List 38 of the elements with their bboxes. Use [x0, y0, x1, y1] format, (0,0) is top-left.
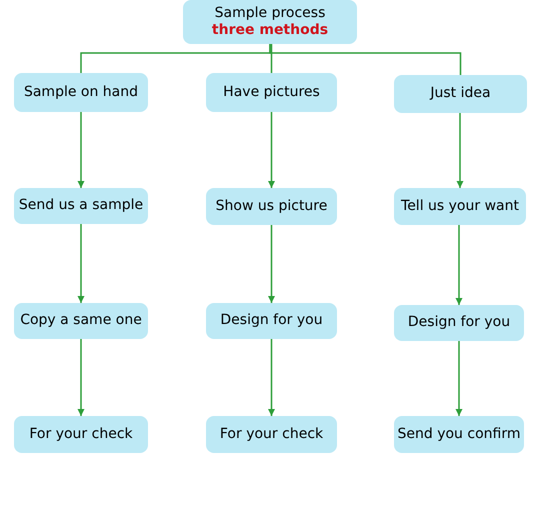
box-label: Show us picture — [216, 198, 328, 216]
process-box — [14, 73, 148, 112]
process-box — [394, 188, 526, 225]
box-label: Sample on hand — [24, 84, 138, 102]
process-box — [394, 416, 524, 453]
process-box — [394, 75, 527, 113]
connector-line — [270, 44, 272, 73]
box-label: For your check — [29, 426, 133, 444]
box-label: Sample process — [214, 4, 326, 22]
arrow — [78, 224, 84, 303]
box-label: Design for you — [408, 314, 510, 332]
box-label: Design for you — [220, 312, 323, 330]
arrow — [268, 112, 275, 188]
process-box — [206, 303, 337, 339]
arrow — [78, 339, 84, 416]
process-box — [183, 0, 357, 44]
process-box — [14, 188, 148, 224]
box-subtitle: three methods — [212, 22, 328, 40]
box-label: Copy a same one — [20, 312, 142, 330]
box-label: Just idea — [430, 85, 491, 103]
process-box — [206, 416, 337, 453]
process-box — [14, 303, 148, 339]
process-box — [206, 73, 337, 112]
box-label: Have pictures — [223, 84, 320, 102]
box-label: Send you confirm — [398, 426, 520, 444]
box-label: Tell us your want — [401, 198, 519, 216]
process-box — [206, 188, 337, 225]
process-box — [394, 305, 524, 341]
process-box — [14, 416, 148, 453]
arrow — [456, 341, 462, 416]
arrow — [456, 113, 464, 188]
arrow — [78, 112, 84, 188]
arrow — [268, 339, 275, 416]
arrow — [268, 225, 275, 303]
box-label: For your check — [220, 426, 324, 444]
connector-line — [269, 44, 462, 75]
arrow — [456, 225, 462, 305]
box-label: Send us a sample — [18, 197, 144, 215]
